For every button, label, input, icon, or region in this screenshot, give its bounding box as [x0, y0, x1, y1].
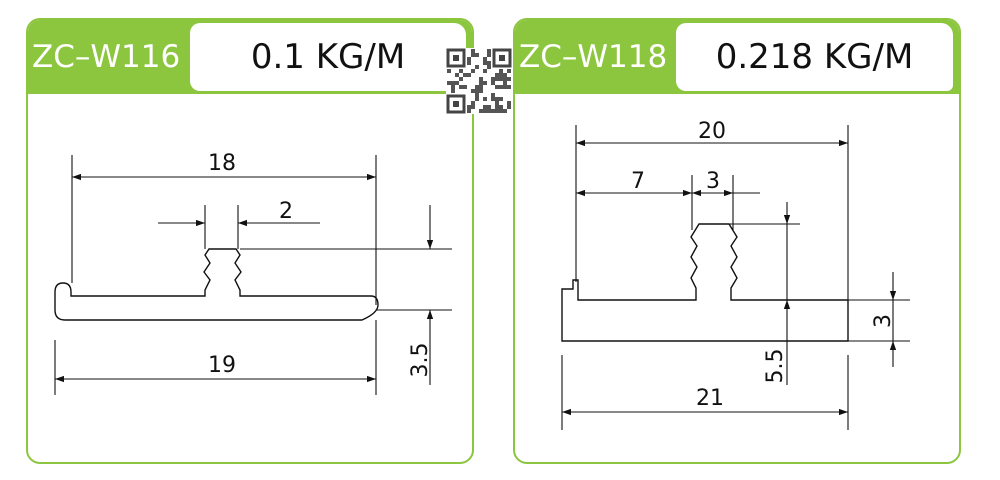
- product-card-zc-w116: ZC–W116 0.1 KG/M: [26, 18, 474, 464]
- dim-label-top-width: 18: [208, 151, 236, 176]
- card-header: ZC–W116 0.1 KG/M: [28, 20, 472, 94]
- profile-zc-w116: [54, 248, 379, 321]
- profile-outline: [54, 248, 379, 321]
- model-code: ZC–W118: [519, 39, 668, 75]
- profile-zc-w118: [561, 223, 849, 342]
- dim-label-tongue-width: 2: [279, 199, 293, 224]
- product-card-zc-w118: ZC–W118 0.218 KG/M: [513, 18, 961, 464]
- dim-label-height: 5.5: [763, 349, 788, 384]
- dim-label-height: 3.5: [408, 343, 433, 378]
- qr-code-icon: [446, 48, 512, 114]
- weight-label: 0.218 KG/M: [676, 23, 953, 91]
- dim-label-offset: 7: [631, 169, 645, 194]
- dim-label-bottom-width: 19: [208, 353, 236, 378]
- dim-label-top-width: 20: [698, 119, 726, 144]
- dim-label-thickness: 3: [871, 314, 896, 328]
- model-code: ZC–W116: [32, 39, 181, 75]
- profile-outline: [561, 223, 849, 342]
- card-header: ZC–W118 0.218 KG/M: [515, 20, 959, 94]
- weight-label: 0.1 KG/M: [190, 23, 466, 91]
- dims-zc-w116: [54, 155, 452, 395]
- dim-label-bottom-width: 21: [696, 386, 724, 411]
- dims-zc-w118: [561, 125, 910, 430]
- dim-label-tongue-width: 3: [706, 169, 720, 194]
